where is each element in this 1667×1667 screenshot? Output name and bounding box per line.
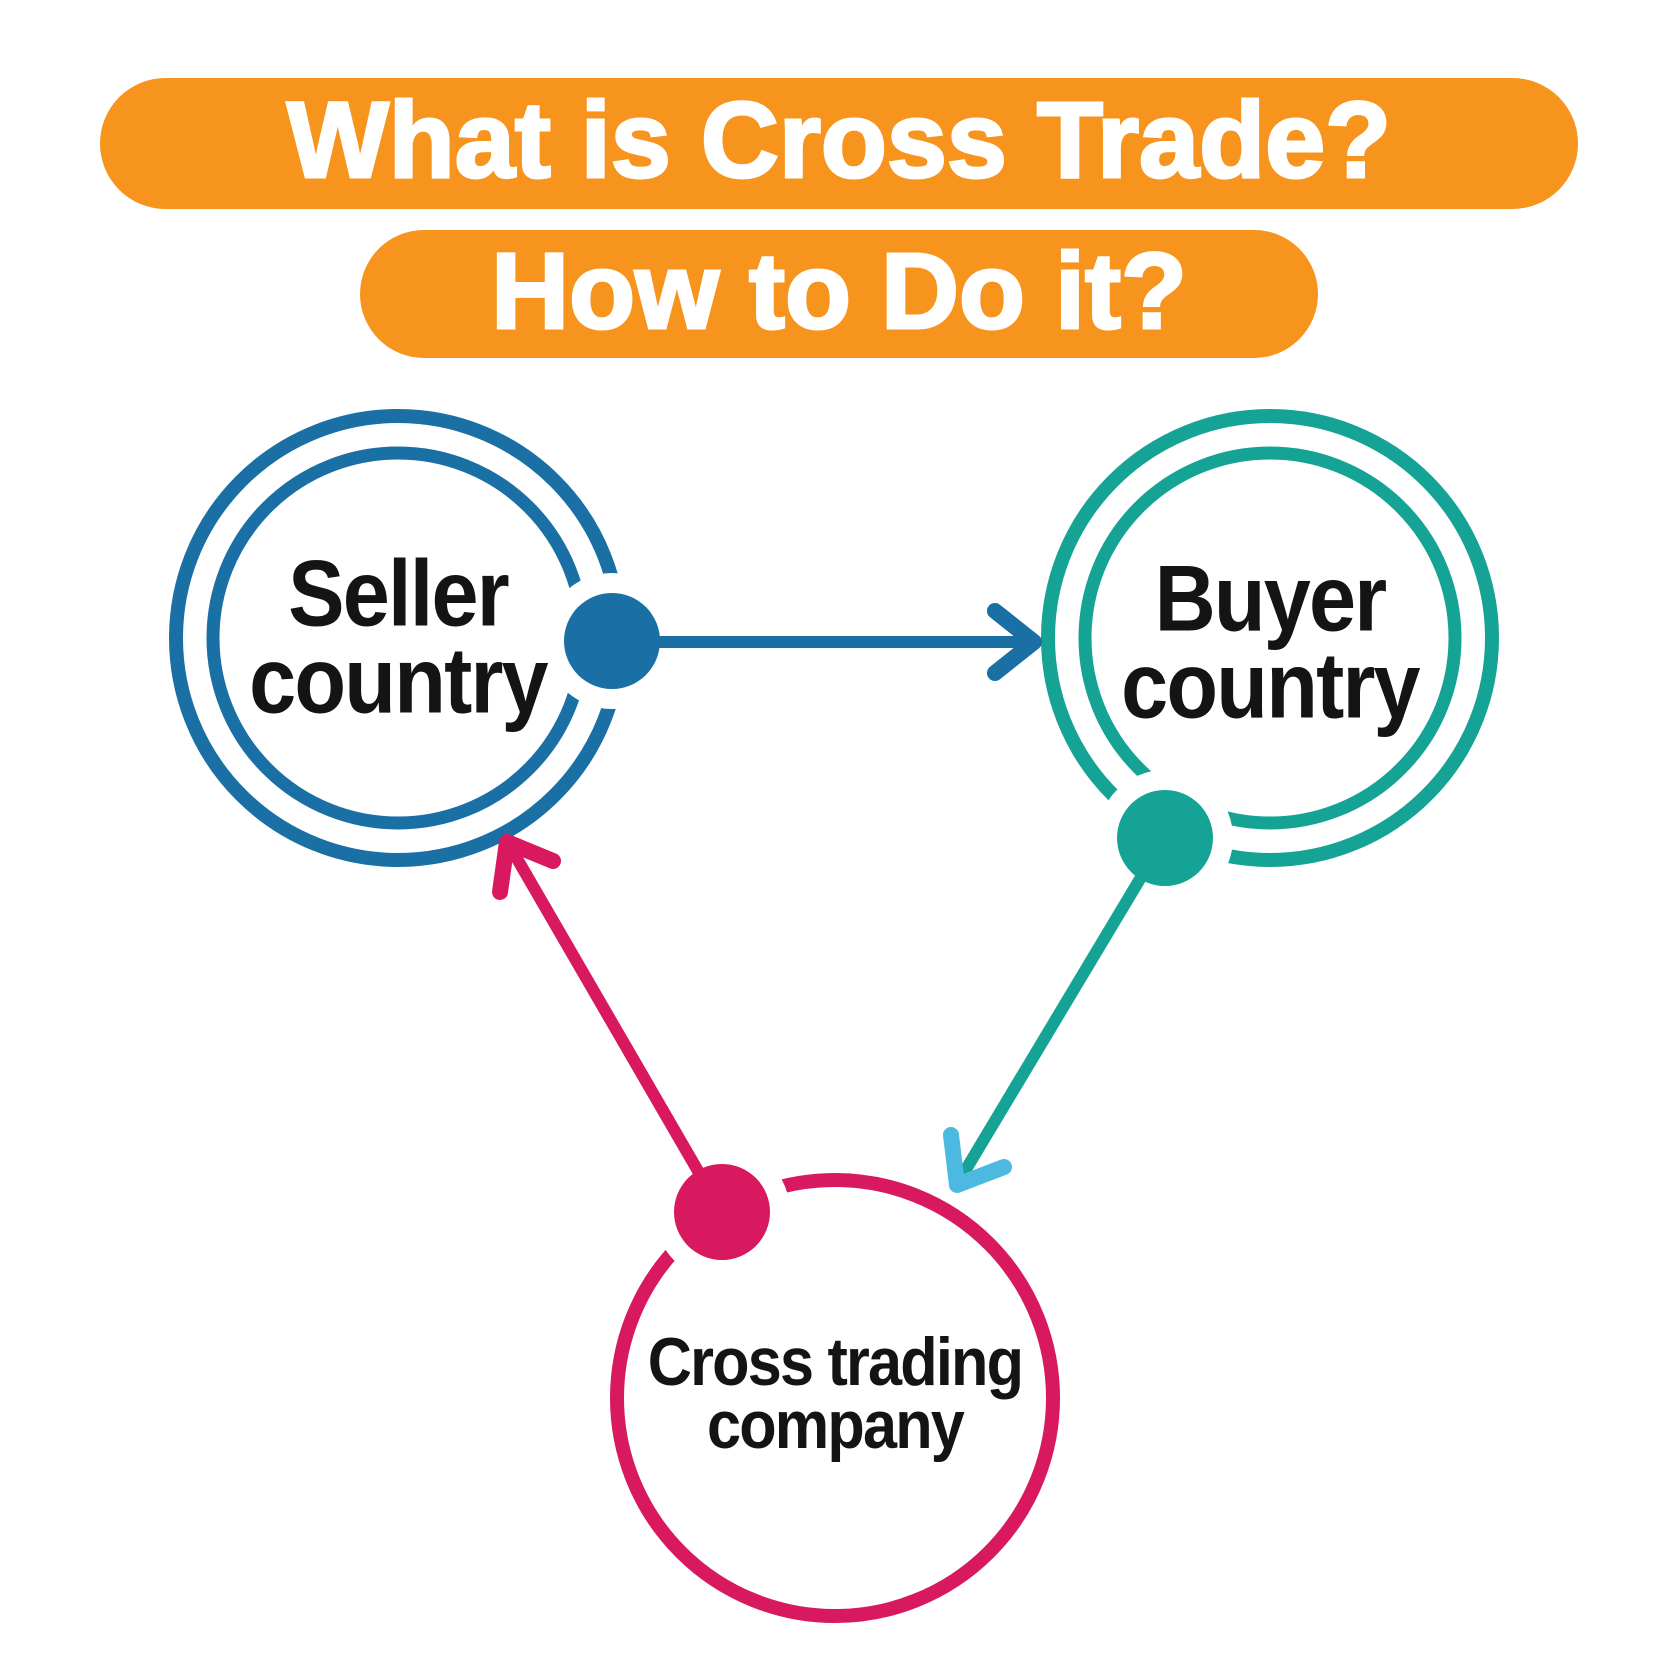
seller-country-label: Seller country <box>249 540 548 733</box>
buyer-node-dot <box>1117 790 1213 886</box>
buyer-inner-ring <box>1078 446 1462 830</box>
buyer-label-line-2: country <box>1121 633 1420 738</box>
cross-trading-company-label: Cross trading company <box>647 1323 1024 1463</box>
title-banner-bottom: How to Do it? <box>360 228 1318 358</box>
company-label-line-2: company <box>706 1387 965 1463</box>
arrow-company-to-seller-shaft <box>506 844 704 1177</box>
seller-label-line-1: Seller <box>288 540 509 646</box>
buyer-country-label: Buyer country <box>1121 545 1420 738</box>
title-line-1: What is Cross Trade? <box>285 78 1392 202</box>
buyer-outer-ring <box>1041 409 1499 867</box>
arrow-seller-to-buyer-head <box>987 603 1042 681</box>
company-ring <box>610 1173 1060 1623</box>
title-banner-top: What is Cross Trade? <box>100 78 1578 209</box>
arrow-buyer-to-company-shaft <box>956 873 1146 1182</box>
seller-label-line-2: country <box>249 628 548 733</box>
title-line-2: How to Do it? <box>490 228 1189 352</box>
company-label-line-1: Cross trading <box>647 1323 1024 1400</box>
seller-node-dot <box>564 593 660 689</box>
buyer-label-line-1: Buyer <box>1154 545 1388 651</box>
arrow-buyer-to-company-head <box>943 1127 1012 1193</box>
arrow-company-to-seller-head <box>492 834 561 900</box>
company-node-dot <box>674 1164 770 1260</box>
